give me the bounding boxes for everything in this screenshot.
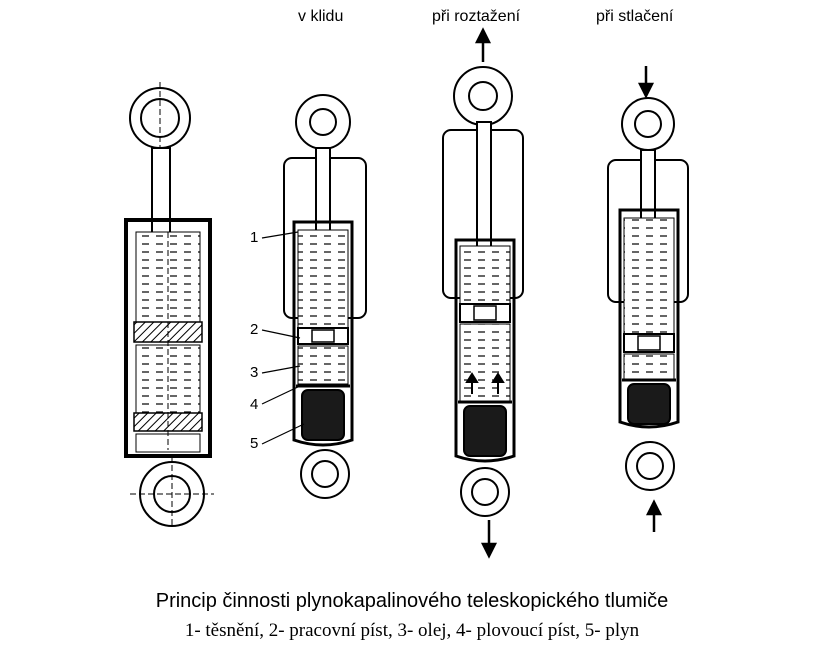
- header-compression: při stlačení: [596, 8, 674, 25]
- header-rest: v klidu: [298, 8, 344, 25]
- oil-lower: [297, 345, 349, 385]
- outer-tube: [292, 220, 354, 447]
- gas-chamber: [301, 389, 345, 441]
- label-2: 2: [250, 321, 259, 338]
- flow-arrows: [465, 372, 505, 394]
- label-4: 4: [250, 396, 259, 413]
- leader-lines: [261, 231, 305, 445]
- absorber-rest: [283, 94, 367, 499]
- top-eye: [295, 94, 351, 150]
- label-1: 1: [250, 229, 259, 246]
- outer-tube: [454, 238, 516, 463]
- cylinder: [124, 218, 212, 458]
- bottom-eye: [460, 467, 510, 517]
- oil-lower: [459, 323, 511, 403]
- figure-title: Princip činnosti plynokapalinového teles…: [155, 590, 669, 612]
- absorber-section-view: [124, 82, 214, 527]
- oil-upper: [459, 245, 511, 307]
- top-eye: [621, 97, 675, 151]
- bottom-eye: [625, 441, 675, 491]
- label-3: 3: [250, 364, 259, 381]
- absorber-extension: [442, 66, 524, 517]
- gas-chamber: [627, 383, 671, 425]
- gas-chamber: [463, 405, 507, 457]
- push-arrows: [637, 66, 663, 532]
- pull-arrows: [474, 27, 498, 559]
- figure-caption: 1- těsnění, 2- pracovní píst, 3- olej, 4…: [184, 620, 640, 641]
- outer-tube: [618, 208, 680, 429]
- oil-upper: [623, 217, 675, 337]
- header-extension: při roztažení: [432, 8, 521, 25]
- oil-lower: [623, 353, 675, 381]
- oil-upper: [297, 229, 349, 329]
- absorber-compression: [607, 97, 689, 491]
- top-eye: [453, 66, 513, 126]
- label-5: 5: [250, 435, 259, 452]
- top-eye: [129, 82, 191, 154]
- bottom-eye: [130, 456, 214, 527]
- bottom-eye: [300, 449, 350, 499]
